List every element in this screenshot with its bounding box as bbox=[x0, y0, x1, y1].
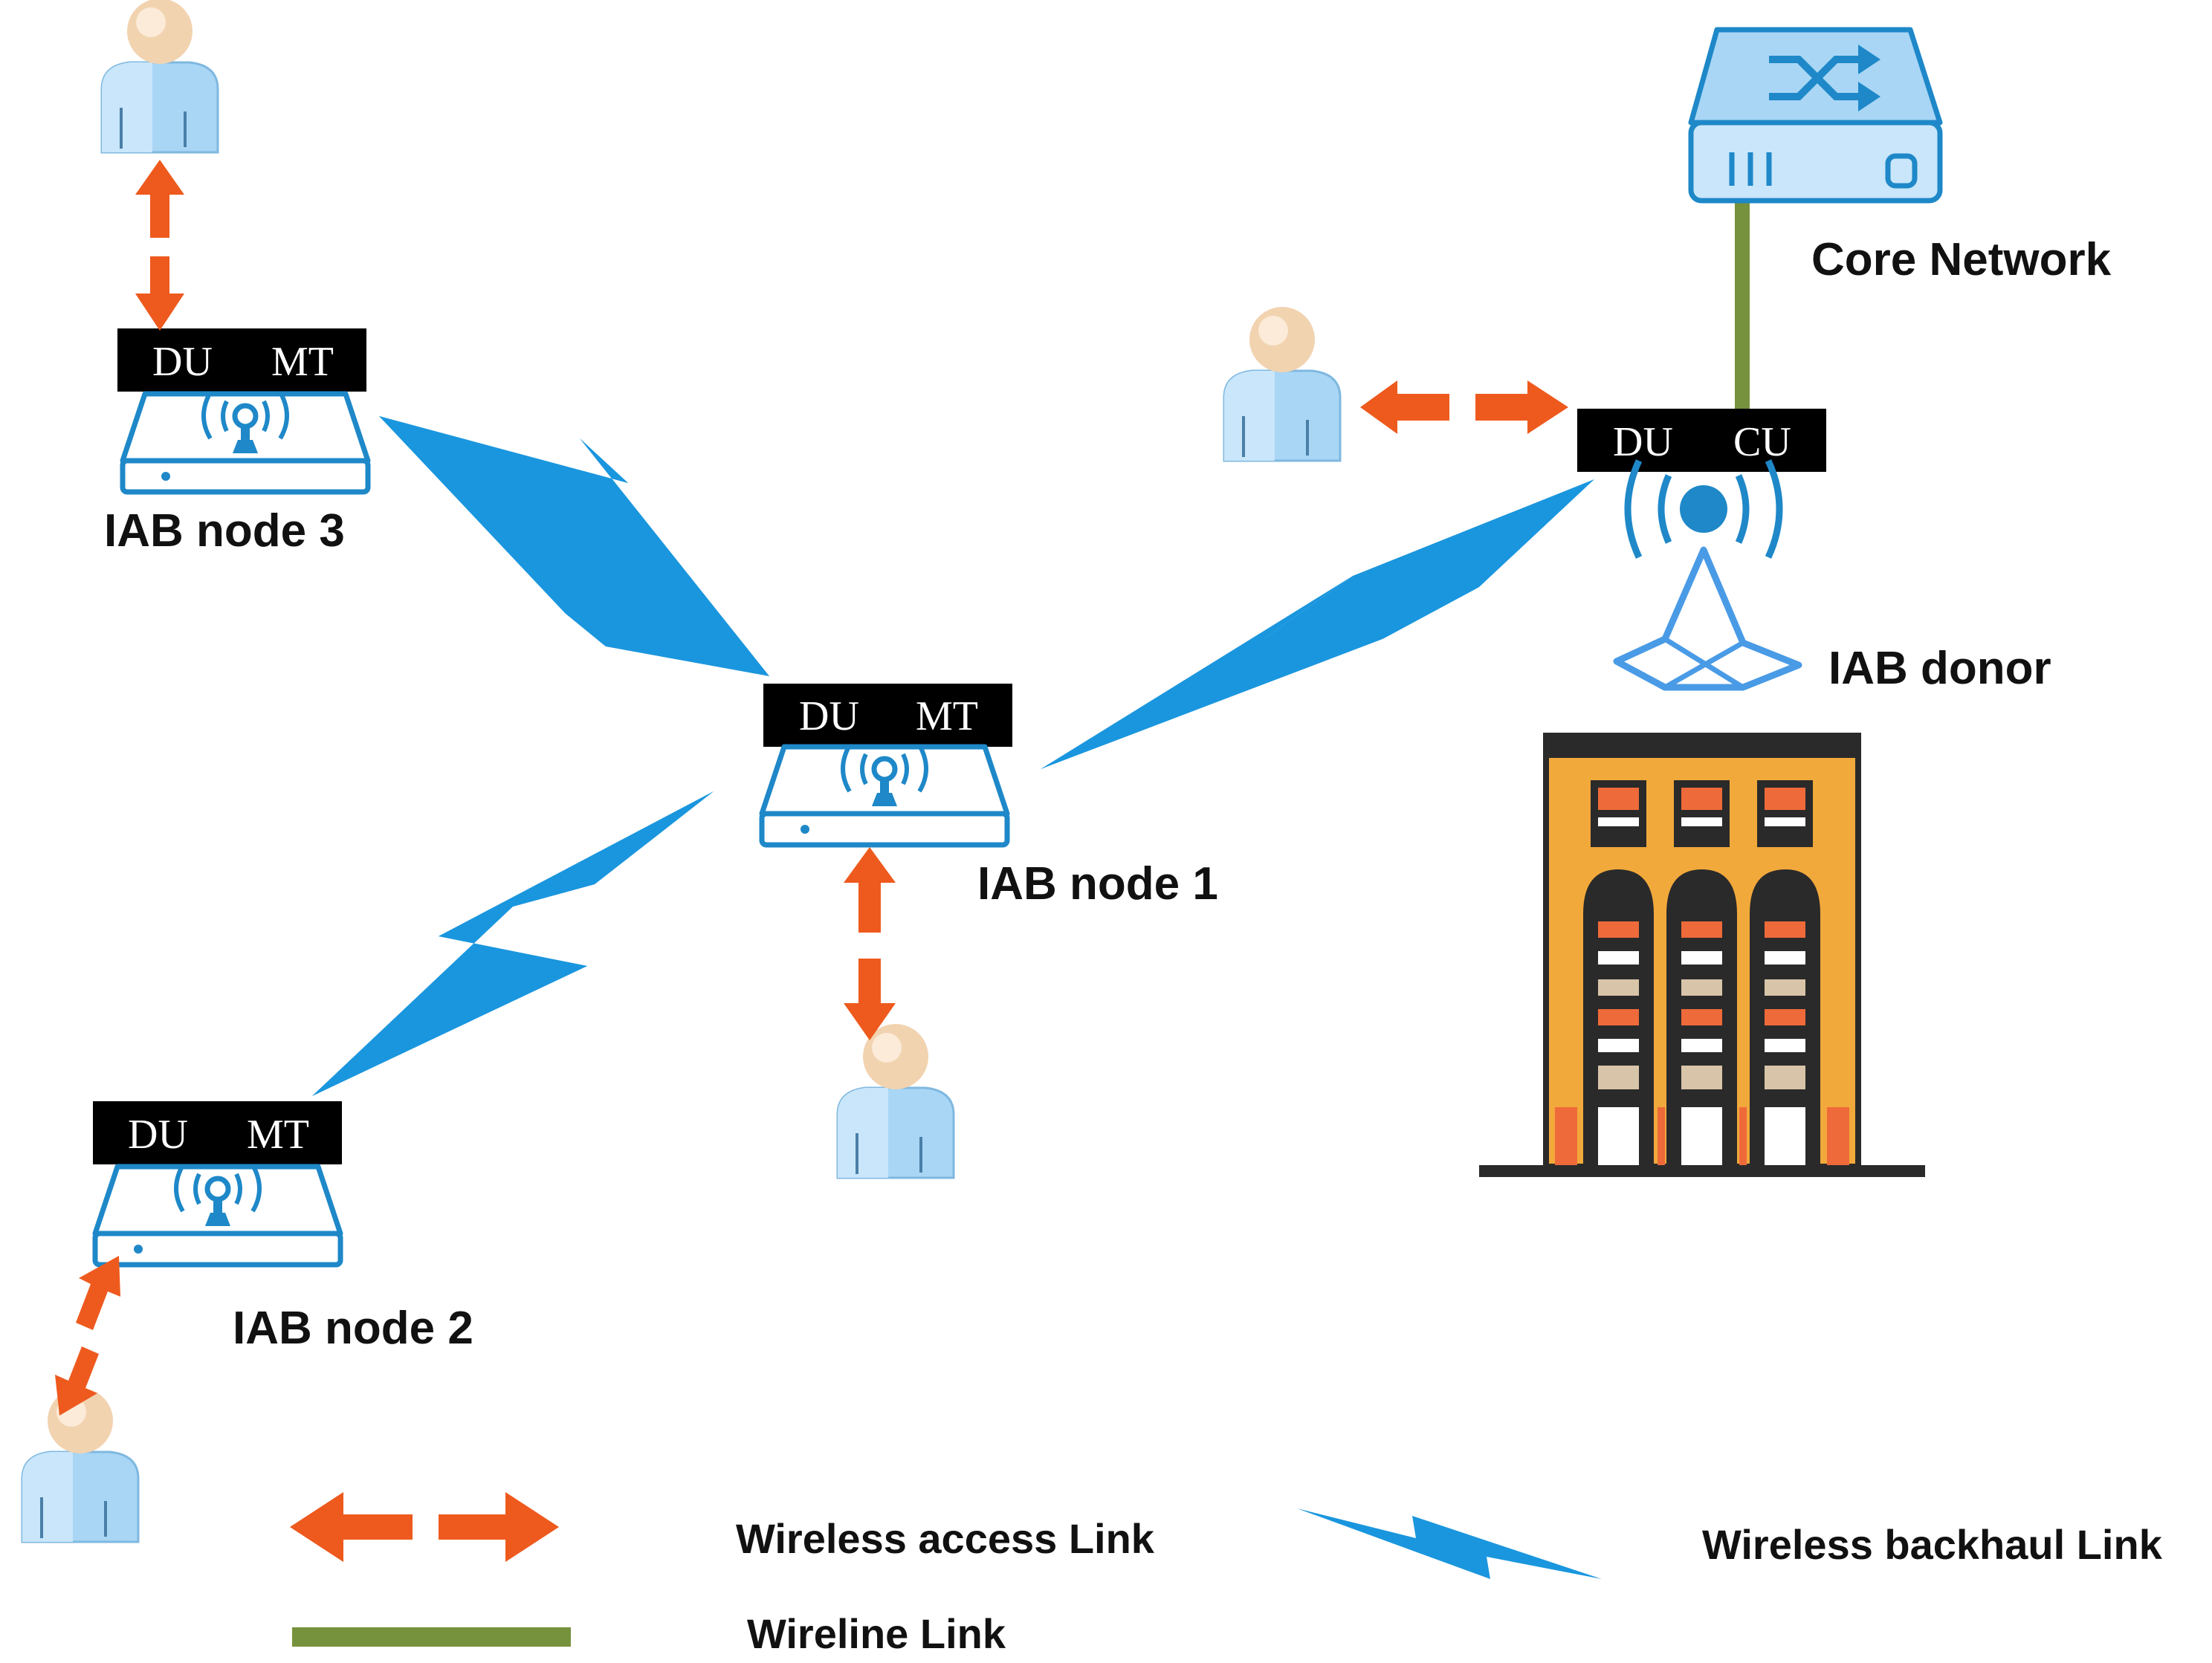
legend-wireline-label: Wireline Link bbox=[747, 1610, 1006, 1657]
iab-node-2-device-icon bbox=[95, 1165, 340, 1265]
user-icon-node1 bbox=[836, 1022, 955, 1179]
wireline-link bbox=[1735, 195, 1750, 418]
backhaul-link-node2-node1 bbox=[312, 791, 714, 1096]
access-link-node1 bbox=[844, 847, 896, 1040]
legend-wireline-line bbox=[292, 1627, 571, 1647]
iab-node-3-tag: DU MT bbox=[117, 328, 366, 392]
donor-cu-label: CU bbox=[1733, 419, 1791, 465]
iab-node-3-device-icon bbox=[123, 392, 368, 492]
backhaul-link-node3-node1 bbox=[379, 416, 769, 676]
user-icon-node2 bbox=[21, 1387, 140, 1543]
access-link-donor bbox=[1360, 380, 1568, 434]
legend-access-label: Wireless access Link bbox=[736, 1515, 1155, 1562]
node3-du-label: DU bbox=[152, 339, 213, 385]
user-icon-donor bbox=[1223, 305, 1342, 462]
node2-du-label: DU bbox=[128, 1112, 188, 1158]
access-link-node3 bbox=[135, 160, 184, 331]
node1-du-label: DU bbox=[799, 693, 859, 739]
iab-node-2-label: IAB node 2 bbox=[233, 1303, 473, 1354]
iab-node-2-tag: DU MT bbox=[93, 1101, 342, 1164]
iab-donor-tag: DU CU bbox=[1577, 409, 1826, 472]
access-link-node2 bbox=[55, 1256, 120, 1416]
user-icon-node3 bbox=[100, 0, 219, 154]
donor-du-label: DU bbox=[1613, 419, 1673, 465]
node3-mt-label: MT bbox=[271, 339, 334, 385]
iab-node-1-tag: DU MT bbox=[763, 684, 1012, 747]
backhaul-link-node1-donor bbox=[1041, 479, 1594, 769]
legend-access-arrow bbox=[290, 1492, 559, 1562]
core-network-switch bbox=[1688, 27, 1943, 204]
legend-backhaul-label: Wireless backhaul Link bbox=[1702, 1521, 2163, 1568]
legend-backhaul-bolt bbox=[1297, 1508, 1602, 1579]
iab-donor-label: IAB donor bbox=[1828, 643, 2051, 694]
iab-node-1-label: IAB node 1 bbox=[977, 858, 1218, 910]
iab-node-1-device-icon bbox=[762, 745, 1007, 845]
core-network-label: Core Network bbox=[1811, 234, 2112, 285]
donor-antenna-icon bbox=[1613, 459, 1802, 691]
node2-mt-label: MT bbox=[247, 1112, 309, 1158]
node1-mt-label: MT bbox=[916, 693, 978, 739]
iab-node-3-label: IAB node 3 bbox=[104, 505, 345, 557]
building-icon bbox=[1479, 733, 1925, 1177]
